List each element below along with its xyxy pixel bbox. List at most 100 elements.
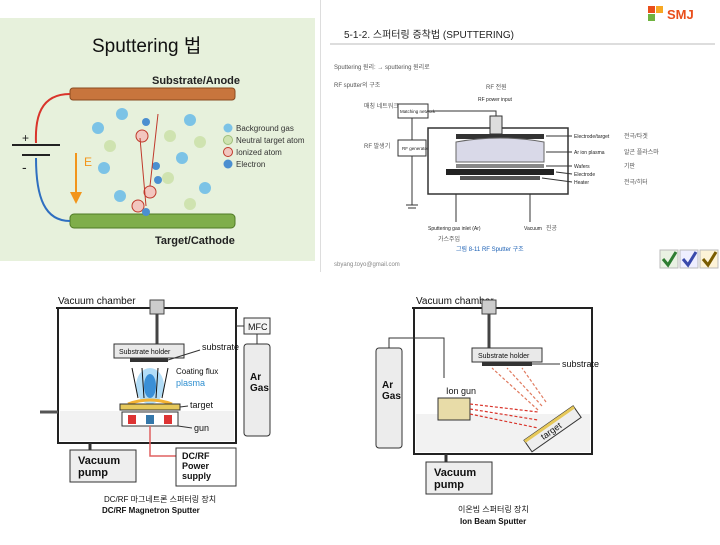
author-email: sbyang.toyo@gmail.com (334, 262, 400, 268)
vacuum-ko: 진공 (546, 224, 558, 232)
matching-label: 매칭 네트워크 (364, 102, 399, 110)
ion-beam-ray (469, 413, 539, 429)
sputtering-principle-panel: Sputtering 법 Substrate/Anode Target/Cath… (0, 18, 315, 261)
sputter-flux (491, 367, 547, 411)
flux-arrow (131, 367, 139, 399)
ib-vacuum-chamber-label: Vacuum chamber (416, 296, 494, 307)
neutral-atom (104, 140, 116, 152)
checkmark-icons (659, 249, 719, 269)
gas-particle (92, 122, 104, 134)
ionized-atom (131, 199, 145, 213)
gun-label: gun (194, 423, 209, 433)
target-plate (119, 403, 181, 411)
sputtering-principle-diagram: Sputtering 법 Substrate/Anode Target/Cath… (12, 35, 305, 247)
magnet (164, 415, 172, 424)
ion-beam-ray (469, 408, 539, 421)
rf-target-electrode (456, 134, 544, 139)
matching-network-label: Matching network (400, 109, 436, 114)
vacuum-chamber-label: Vacuum chamber (58, 296, 136, 307)
gas-particle (116, 108, 128, 120)
neutral-atom (184, 198, 196, 210)
label-leader (177, 425, 193, 429)
ionized-atom (135, 129, 149, 143)
substrate-label: substrate (202, 342, 239, 352)
rf-plasma (455, 137, 545, 163)
ion-gun (437, 397, 471, 421)
ib-substrate-holder-label: Substrate holder (478, 353, 530, 360)
label-leader (541, 177, 573, 183)
minus-sign: - (22, 159, 27, 175)
ib-caption-ko: 이온빔 스퍼터링 장치 (458, 504, 529, 514)
right-label-en: Ar ion plasma (574, 150, 605, 156)
cathode-wire (35, 157, 71, 222)
panel1-title: Sputtering 법 (92, 35, 201, 57)
gas-inlet-ko: 가스주입 (438, 235, 460, 243)
coating-flux-label: Coating flux (176, 367, 218, 376)
field-label: E (84, 155, 92, 169)
label-leader (555, 171, 573, 175)
right-label-ko: 전극/히터 (624, 178, 648, 186)
ib-top-feedthrough (481, 299, 497, 315)
logo-mark (648, 14, 655, 21)
sputter-ray (506, 367, 543, 407)
check-icon-mark (661, 251, 678, 268)
right-label-ko: 기판 (624, 162, 636, 170)
ib-target-plate (523, 405, 582, 453)
rf-power-input: RF power input (478, 97, 513, 103)
field-arrow-head (70, 192, 82, 204)
electron (142, 118, 150, 126)
ib-substrate-plate (482, 362, 532, 366)
logo-text: SMJ (667, 7, 694, 22)
label-leader (167, 349, 201, 361)
particle-cloud (92, 108, 211, 216)
magnetron-sputter-diagram: Vacuum chamber Substrate holder substrat… (40, 296, 271, 515)
ion-gun-label: Ion gun (446, 386, 476, 396)
text-line-2: RF sputter의 구조 (334, 81, 381, 89)
legend-label: Ionized atom (236, 148, 282, 157)
substrate-holder-label: Substrate holder (119, 349, 171, 356)
ib-target-surface (523, 405, 575, 443)
right-label-ko: 알곤 플라스마 (624, 148, 659, 156)
check-icon-mark (701, 251, 718, 268)
text-line-1: Sputtering 원리: → sputtering 원리로 (334, 63, 430, 71)
gas-inlet-label: Sputtering gas inlet (Ar) (428, 226, 481, 232)
magnetron-sputter-panel: Vacuum chamber Substrate holder substrat… (0, 278, 360, 540)
target-sparks (127, 398, 173, 406)
ib-vacuum-pump-box (425, 461, 493, 495)
gas-particle (199, 182, 211, 194)
legend-swatch (223, 123, 233, 133)
cathode-plate (69, 213, 236, 229)
caption-en: DC/RF Magnetron Sputter (102, 506, 200, 515)
flux-arrow (161, 367, 169, 399)
flux-arrow (141, 367, 145, 399)
rf-generator-label: RF 발생기 (364, 142, 390, 150)
cathode-label: Target/Cathode (155, 235, 235, 247)
magnet (146, 415, 154, 424)
ib-target-group: target (523, 405, 582, 453)
rf-right-labels: Electrode/target 전극/타겟 Ar ion plasma 알곤 … (541, 132, 659, 186)
gas-particle (114, 190, 126, 202)
right-label-en: Electrode/target (574, 134, 610, 140)
neutral-atom (164, 130, 176, 142)
rf-sputter-panel: SMJ 5-1-2. 스퍼터링 증착법 (SPUTTERING) Sputter… (319, 0, 720, 272)
ib-chamber-wall (412, 307, 593, 455)
section-title: 5-1-2. 스퍼터링 증착법 (SPUTTERING) (344, 29, 514, 41)
electron (154, 176, 162, 184)
logo-mark (648, 6, 655, 13)
right-label-en: Wafers (574, 164, 590, 170)
gas-particle (184, 114, 196, 126)
legend-swatch (223, 147, 233, 157)
chamber-wall (57, 308, 237, 444)
legend-swatch (223, 135, 233, 145)
sputter-ray (521, 367, 547, 403)
rf-generator-text: RF generator (402, 146, 429, 151)
power-supply-box (175, 447, 237, 487)
anode-label: Substrate/Anode (152, 75, 240, 87)
ion-beam (469, 403, 539, 429)
rf-feedthrough (489, 115, 503, 135)
plasma-core (144, 374, 156, 398)
